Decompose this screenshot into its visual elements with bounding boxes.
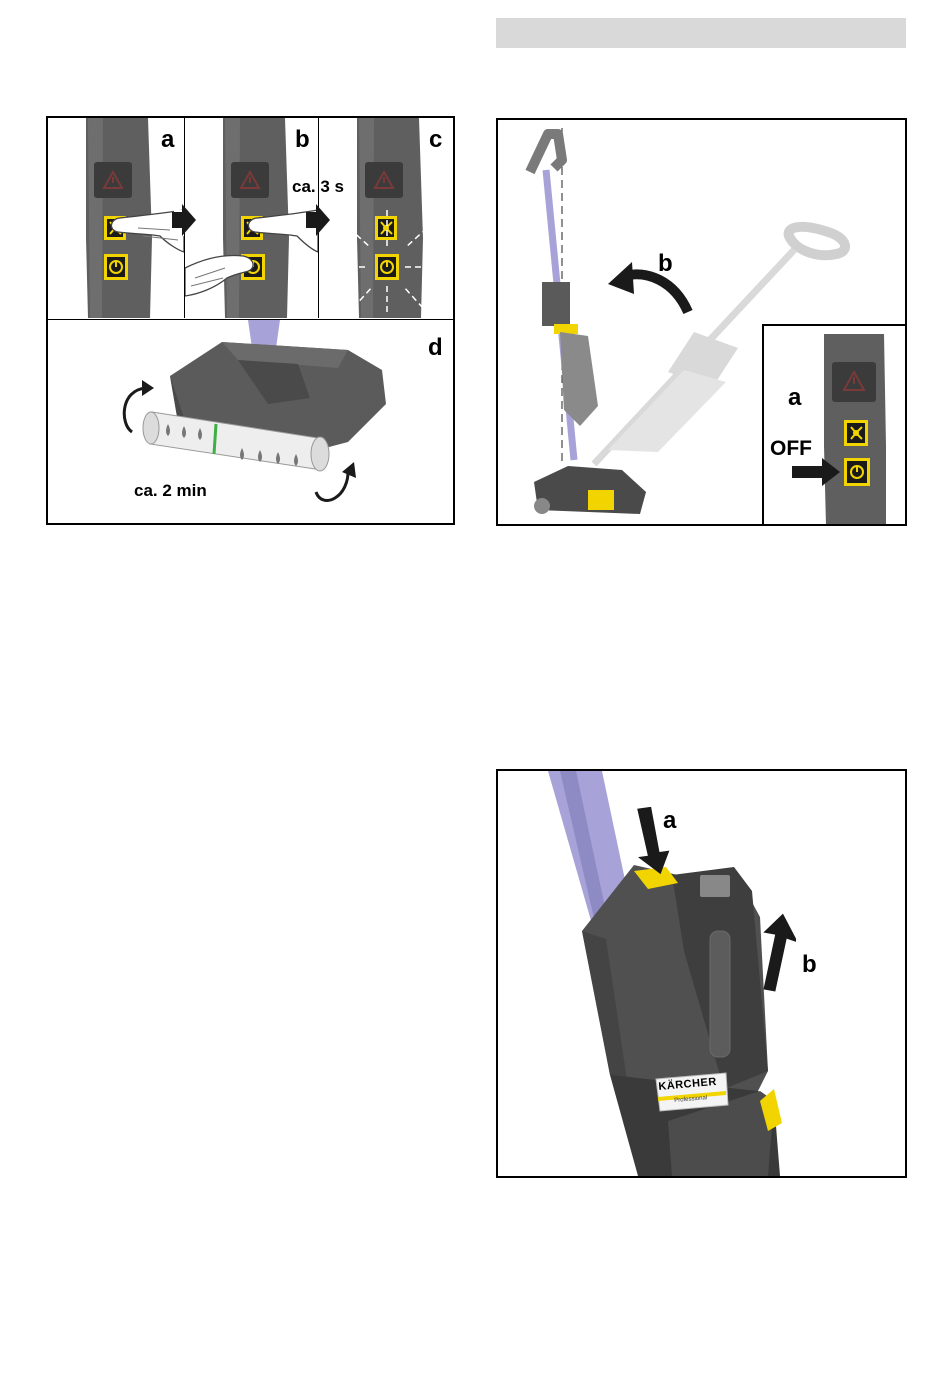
label-d: d bbox=[428, 336, 443, 360]
figure-switch-off-and-park: b a OFF bbox=[496, 118, 907, 526]
label-a: a bbox=[663, 809, 676, 833]
figure-remove-battery: KÄRCHER Professional a b bbox=[496, 769, 907, 1178]
run-time-label: ca. 2 min bbox=[134, 482, 207, 499]
battery-illustration bbox=[498, 771, 905, 1176]
cleaning-head-illustration bbox=[48, 320, 453, 525]
hold-time-label: ca. 3 s bbox=[292, 178, 344, 195]
handle-inset bbox=[764, 326, 907, 526]
label-c: c bbox=[429, 128, 442, 152]
off-label: OFF bbox=[770, 438, 812, 459]
label-a: a bbox=[161, 128, 174, 152]
label-b: b bbox=[802, 953, 817, 977]
label-b: b bbox=[295, 128, 310, 152]
inset-control-panel: a OFF bbox=[762, 324, 907, 526]
section-header-bar bbox=[496, 18, 906, 48]
label-b: b bbox=[658, 252, 673, 276]
arrow-icon bbox=[756, 913, 796, 993]
label-a: a bbox=[788, 386, 801, 410]
tilt-arrow-icon bbox=[608, 262, 688, 312]
upright-device bbox=[530, 134, 646, 514]
figure-cleaning-mode-steps: a b c ca. 3 s d ca. 2 min bbox=[46, 116, 455, 525]
